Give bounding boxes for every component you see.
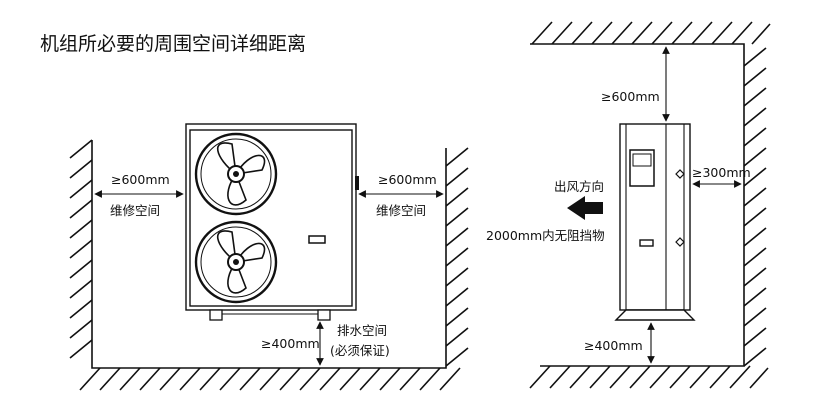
left-clearance-caption: 维修空间 — [110, 203, 160, 218]
top-clearance-label: ≥600mm — [601, 89, 660, 104]
right-clearance-label: ≥600mm — [378, 172, 437, 187]
unit-base — [614, 309, 696, 321]
bottom-clearance-label: ≥400mm — [584, 338, 643, 353]
unit-handle — [308, 235, 326, 244]
drain-space-caption: 排水空间 — [337, 323, 387, 338]
airflow-direction-label: 出风方向 — [554, 179, 604, 194]
bottom-clearance-label: ≥400mm — [261, 336, 320, 351]
right-clearance-caption: 维修空间 — [376, 203, 426, 218]
right-diagram: ≥600mm ≥300mm 出风方向 2000mm内无阻挡物 ≥400mm — [486, 21, 771, 389]
front-clearance-label: 2000mm内无阻挡物 — [486, 228, 605, 243]
unit-handle — [639, 239, 654, 247]
airflow-arrow-icon — [567, 196, 603, 220]
left-wall-hatch — [69, 139, 93, 359]
page-title: 机组所必要的周围空间详细距离 — [40, 33, 306, 55]
back-wall-hatch — [743, 47, 767, 367]
fan-icon — [194, 220, 278, 304]
floor-hatch — [79, 367, 461, 391]
left-clearance-label: ≥600mm — [111, 172, 170, 187]
ceiling-hatch — [531, 21, 771, 45]
fan-icon — [194, 132, 278, 216]
unit-foot — [317, 309, 331, 321]
side-clearance-label: ≥300mm — [692, 165, 751, 180]
outdoor-unit — [185, 123, 359, 321]
left-wall-outline — [91, 140, 447, 369]
left-diagram: ≥600mm 维修空间 ≥600mm 维修空间 ≥400mm 排水空间 (必须保… — [69, 123, 469, 391]
unit-foot — [209, 309, 223, 321]
drain-space-note: (必须保证) — [330, 343, 390, 358]
unit-side-view — [614, 123, 696, 321]
floor-hatch — [529, 365, 769, 389]
right-wall-hatch — [445, 147, 469, 367]
